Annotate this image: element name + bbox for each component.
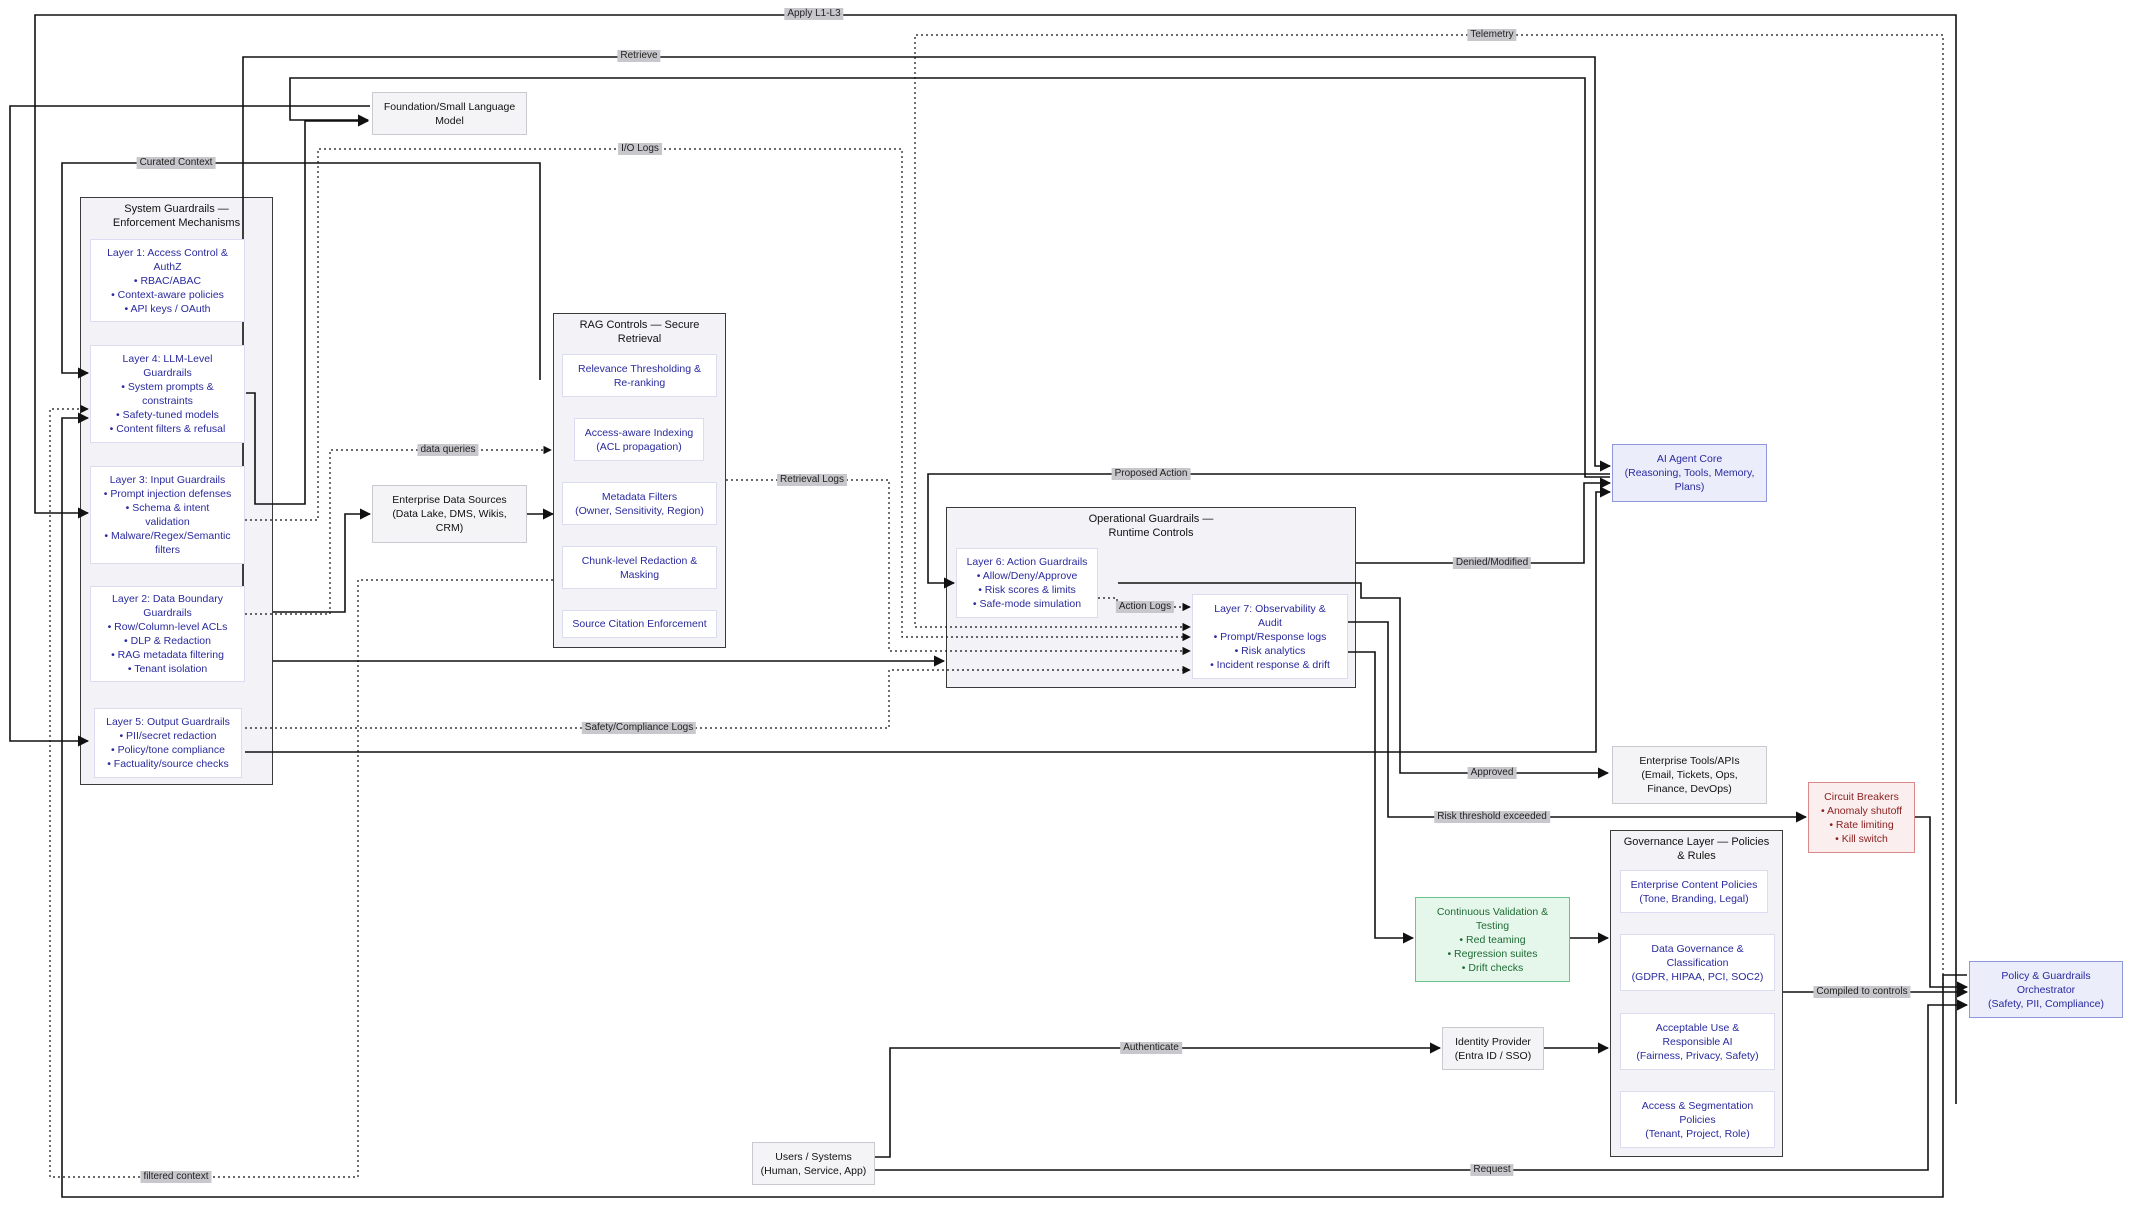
edge-label-retrieve: Retrieve bbox=[617, 50, 661, 62]
system-guardrails-title: System Guardrails — Enforcement Mechanis… bbox=[112, 203, 241, 229]
rag-metadata-filters-node[interactable]: Metadata Filters (Owner, Sensitivity, Re… bbox=[562, 482, 717, 525]
edge-label-data-queries: data queries bbox=[417, 444, 479, 456]
rag-chunk-redaction-node[interactable]: Chunk-level Redaction & Masking bbox=[562, 546, 717, 589]
edge-label-action-logs: Action Logs bbox=[1115, 601, 1175, 613]
layer4-llm-guardrails-node[interactable]: Layer 4: LLM-Level Guardrails • System p… bbox=[90, 345, 245, 443]
edge-label-compiled: Compiled to controls bbox=[1813, 986, 1911, 998]
edge-label-request: Request bbox=[1470, 1164, 1514, 1176]
layer2-data-boundary-node[interactable]: Layer 2: Data Boundary Guardrails • Row/… bbox=[90, 586, 245, 682]
continuous-validation-node[interactable]: Continuous Validation & Testing • Red te… bbox=[1415, 897, 1570, 982]
policy-orchestrator-node[interactable]: Policy & Guardrails Orchestrator (Safety… bbox=[1969, 961, 2123, 1018]
edge-label-denied: Denied/Modified bbox=[1452, 557, 1532, 569]
rag-relevance-node[interactable]: Relevance Thresholding & Re-ranking bbox=[562, 354, 717, 397]
rag-indexing-node[interactable]: Access-aware Indexing (ACL propagation) bbox=[574, 418, 704, 461]
ai-agent-core-node[interactable]: AI Agent Core (Reasoning, Tools, Memory,… bbox=[1612, 444, 1767, 502]
edge-agent-to-foundation bbox=[289, 77, 1610, 478]
edge-l7-to-validation bbox=[1348, 651, 1415, 944]
rag-citation-node[interactable]: Source Citation Enforcement bbox=[562, 610, 717, 638]
edge-label-proposed: Proposed Action bbox=[1111, 468, 1191, 480]
operational-guardrails-title: Operational Guardrails — Runtime Control… bbox=[1088, 513, 1214, 539]
edge-request bbox=[875, 999, 1969, 1171]
governance-layer-title: Governance Layer — Policies & Rules bbox=[1623, 836, 1770, 862]
edge-label-authenticate: Authenticate bbox=[1120, 1042, 1182, 1054]
edge-label-approved: Approved bbox=[1467, 767, 1517, 779]
edge-l2-to-data bbox=[273, 508, 372, 613]
enterprise-data-sources-node[interactable]: Enterprise Data Sources (Data Lake, DMS,… bbox=[372, 485, 527, 543]
gov-content-policies-node[interactable]: Enterprise Content Policies (Tone, Brand… bbox=[1620, 870, 1768, 913]
gov-acceptable-use-node[interactable]: Acceptable Use & Responsible AI (Fairnes… bbox=[1620, 1013, 1775, 1070]
identity-provider-node[interactable]: Identity Provider (Entra ID / SSO) bbox=[1442, 1027, 1544, 1070]
edge-authenticate bbox=[875, 1042, 1442, 1158]
edge-label-retrieval-logs: Retrieval Logs bbox=[777, 474, 847, 486]
rag-controls-title: RAG Controls — Secure Retrieval bbox=[579, 319, 700, 345]
layer5-output-guardrails-node[interactable]: Layer 5: Output Guardrails • PII/secret … bbox=[94, 708, 242, 778]
edge-label-apply: Apply L1-L3 bbox=[784, 8, 844, 20]
edge-label-io-logs: I/O Logs bbox=[618, 143, 662, 155]
users-systems-node[interactable]: Users / Systems (Human, Service, App) bbox=[752, 1142, 875, 1185]
edge-label-filtered: filtered context bbox=[140, 1171, 212, 1183]
layer3-input-guardrails-node[interactable]: Layer 3: Input Guardrails • Prompt injec… bbox=[90, 466, 245, 564]
layer1-access-control-node[interactable]: Layer 1: Access Control & AuthZ • RBAC/A… bbox=[90, 239, 245, 322]
edge-circuit-to-orchestrator bbox=[1915, 816, 1969, 993]
edge-label-curated: Curated Context bbox=[136, 157, 216, 169]
layer6-action-guardrails-node[interactable]: Layer 6: Action Guardrails • Allow/Deny/… bbox=[956, 548, 1098, 618]
edge-label-risk: Risk threshold exceeded bbox=[1434, 811, 1550, 823]
enterprise-tools-node[interactable]: Enterprise Tools/APIs (Email, Tickets, O… bbox=[1612, 746, 1767, 804]
edge-denied bbox=[1356, 477, 1612, 564]
layer7-observability-node[interactable]: Layer 7: Observability & Audit • Prompt/… bbox=[1192, 594, 1348, 679]
edge-label-safety-logs: Safety/Compliance Logs bbox=[581, 722, 697, 734]
circuit-breakers-node[interactable]: Circuit Breakers • Anomaly shutoff • Rat… bbox=[1808, 782, 1915, 853]
edge-label-telemetry: Telemetry bbox=[1467, 29, 1517, 41]
gov-access-segmentation-node[interactable]: Access & Segmentation Policies (Tenant, … bbox=[1620, 1091, 1775, 1148]
gov-data-governance-node[interactable]: Data Governance & Classification (GDPR, … bbox=[1620, 934, 1775, 991]
foundation-model-node[interactable]: Foundation/Small Language Model bbox=[372, 92, 527, 135]
